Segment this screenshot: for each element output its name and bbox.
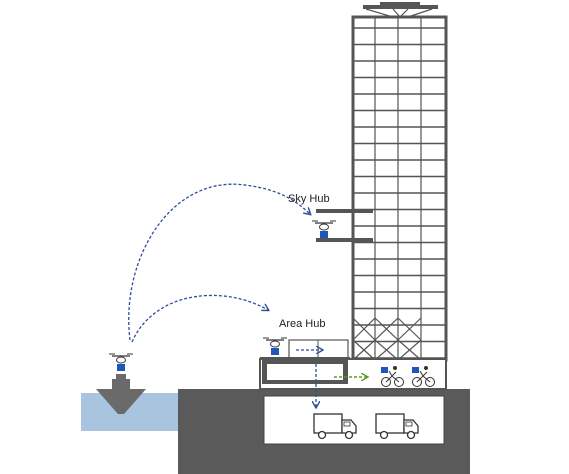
area-hub-label: Area Hub xyxy=(279,318,326,330)
tower xyxy=(351,2,448,362)
drone-icon xyxy=(108,353,134,372)
sky-hub xyxy=(316,209,373,242)
drone-icon xyxy=(311,220,337,239)
drone-route-area xyxy=(131,294,268,343)
ship-icon xyxy=(96,374,146,414)
drone-icon xyxy=(262,337,288,356)
drone-route-sky xyxy=(128,183,310,341)
area-hub xyxy=(259,339,447,390)
sky-hub-label: Sky Hub xyxy=(288,193,330,205)
basement xyxy=(263,395,445,445)
